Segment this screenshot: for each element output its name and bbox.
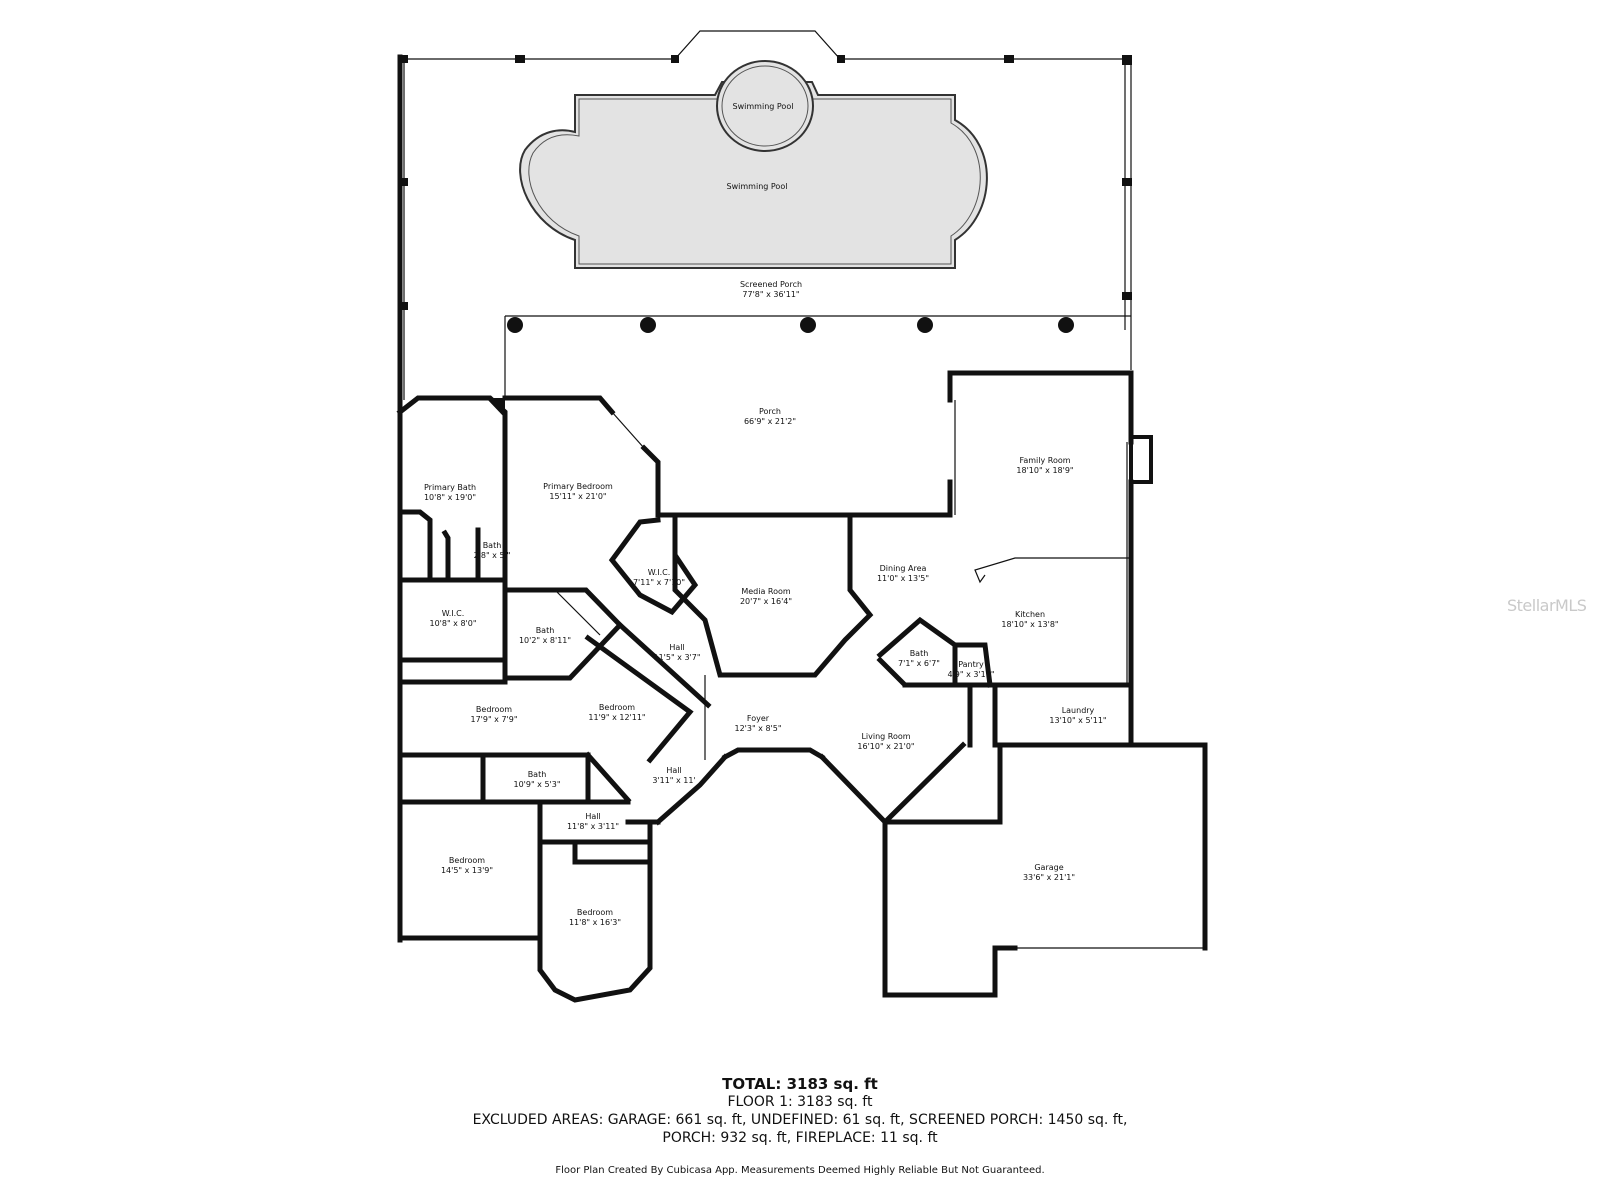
- room-dims: 11'8" x 16'3": [569, 918, 621, 927]
- room-name: Bath: [910, 649, 929, 658]
- room-name: Bath: [528, 770, 547, 779]
- room-dims: 18'10" x 13'8": [1001, 620, 1058, 629]
- room-dims: 20'7" x 16'4": [740, 597, 792, 606]
- room-name: Living Room: [861, 732, 910, 741]
- room-dims: 10'2" x 8'11": [519, 636, 571, 645]
- room-name: Screened Porch: [740, 280, 802, 289]
- room-name: Bedroom: [476, 705, 512, 714]
- room-dims: 15'11" x 21'0": [549, 492, 606, 501]
- room-name: Swimming Pool: [727, 182, 788, 191]
- room-dims: 11'5" x 3'7": [653, 653, 700, 662]
- room-dims: 17'9" x 7'9": [470, 715, 517, 724]
- excluded-areas-line-2: PORCH: 932 sq. ft, FIREPLACE: 11 sq. ft: [662, 1130, 938, 1146]
- room-dims: 77'8" x 36'11": [742, 290, 799, 299]
- room-dims: 66'9" x 21'2": [744, 417, 796, 426]
- room-name: Laundry: [1062, 706, 1095, 715]
- excluded-areas-line-1: EXCLUDED AREAS: GARAGE: 661 sq. ft, UNDE…: [472, 1112, 1128, 1128]
- room-name: Primary Bath: [424, 483, 476, 492]
- room-dims: 13'10" x 5'11": [1049, 716, 1106, 725]
- room-name: Foyer: [747, 714, 770, 723]
- room-name: W.I.C.: [442, 609, 465, 618]
- room-dims: 14'5" x 13'9": [441, 866, 493, 875]
- room-name: Garage: [1034, 863, 1063, 872]
- room-labels: Swimming Pool Swimming Pool Screened Por…: [424, 102, 1107, 927]
- room-dims: 12'3" x 8'5": [734, 724, 781, 733]
- room-dims: 18'10" x 18'9": [1016, 466, 1073, 475]
- room-name: Bath: [536, 626, 555, 635]
- room-name: Media Room: [741, 587, 791, 596]
- room-dims: 4'9" x 3'11": [947, 670, 994, 679]
- room-dims: 16'10" x 21'0": [857, 742, 914, 751]
- room-dims: 10'8" x 19'0": [424, 493, 476, 502]
- room-dims: 2'8" x 5'": [474, 551, 511, 560]
- watermark: StellarMLS: [1507, 596, 1587, 615]
- total-area: TOTAL: 3183 sq. ft: [722, 1075, 878, 1093]
- swimming-pool: [519, 60, 988, 269]
- room-dims: 10'8" x 8'0": [429, 619, 476, 628]
- porch-columns: [507, 317, 1074, 333]
- room-dims: 10'9" x 5'3": [513, 780, 560, 789]
- room-name: Bedroom: [599, 703, 635, 712]
- room-name: Pantry: [958, 660, 984, 669]
- room-dims: 3'11" x 11': [652, 776, 695, 785]
- room-dims: 7'11" x 7'10": [633, 578, 685, 587]
- room-name: Family Room: [1019, 456, 1070, 465]
- interior-walls: [396, 370, 1208, 1003]
- room-dims: 33'6" x 21'1": [1023, 873, 1075, 882]
- floor-area: FLOOR 1: 3183 sq. ft: [727, 1094, 873, 1110]
- room-name: Porch: [759, 407, 781, 416]
- room-name: Bath: [483, 541, 502, 550]
- disclaimer: Floor Plan Created By Cubicasa App. Meas…: [555, 1165, 1045, 1176]
- room-name: W.I.C.: [648, 568, 671, 577]
- room-dims: 11'8" x 3'11": [567, 822, 619, 831]
- room-dims: 11'9" x 12'11": [588, 713, 645, 722]
- room-name: Hall: [666, 766, 681, 775]
- room-name: Primary Bedroom: [543, 482, 613, 491]
- room-name: Dining Area: [880, 564, 927, 573]
- room-name: Swimming Pool: [733, 102, 794, 111]
- room-name: Hall: [585, 812, 600, 821]
- room-dims: 7'1" x 6'7": [898, 659, 940, 668]
- room-name: Bedroom: [449, 856, 485, 865]
- room-name: Kitchen: [1015, 610, 1045, 619]
- screened-porch-walls: [397, 30, 1132, 943]
- room-name: Hall: [669, 643, 684, 652]
- room-dims: 11'0" x 13'5": [877, 574, 929, 583]
- room-name: Bedroom: [577, 908, 613, 917]
